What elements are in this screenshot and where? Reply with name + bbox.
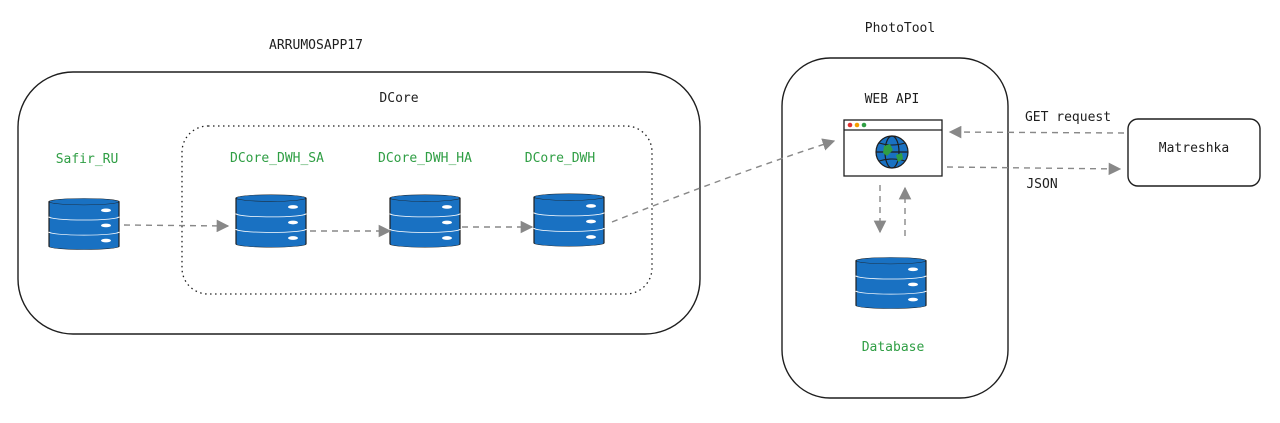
dwh-ha-database-icon[interactable] [389, 193, 461, 249]
database-label: Database [862, 340, 925, 355]
json-label: JSON [1026, 177, 1057, 192]
photo-database-icon[interactable] [855, 256, 927, 310]
safir-label: Safir_RU [56, 152, 119, 167]
edge-dwh-to-webapi [611, 138, 836, 223]
dcore-label: DCore [379, 91, 418, 106]
dwh-ha-label: DCore_DWH_HA [378, 151, 472, 166]
server-label: ARRUMOSAPP17 [269, 38, 363, 53]
get-request-label: GET request [1025, 110, 1111, 125]
edge-webapi-to-matreshka [946, 162, 1122, 176]
safir-database-icon[interactable] [48, 197, 120, 251]
matreshka-node[interactable] [1127, 118, 1261, 187]
edge-matreshka-to-webapi [948, 125, 1125, 139]
dwh-sa-database-icon[interactable] [235, 193, 307, 249]
matreshka-label: Matreshka [1159, 141, 1229, 156]
server-frame [17, 71, 701, 335]
web-api-label: WEB API [865, 92, 920, 107]
dwh-label: DCore_DWH [525, 151, 595, 166]
globe-icon [875, 135, 909, 169]
phototool-frame [781, 57, 1009, 399]
phototool-label: PhotoTool [865, 21, 935, 36]
edge-safir-to-sa [123, 219, 230, 233]
dwh-database-icon[interactable] [533, 192, 605, 248]
dwh-sa-label: DCore_DWH_SA [230, 151, 324, 166]
